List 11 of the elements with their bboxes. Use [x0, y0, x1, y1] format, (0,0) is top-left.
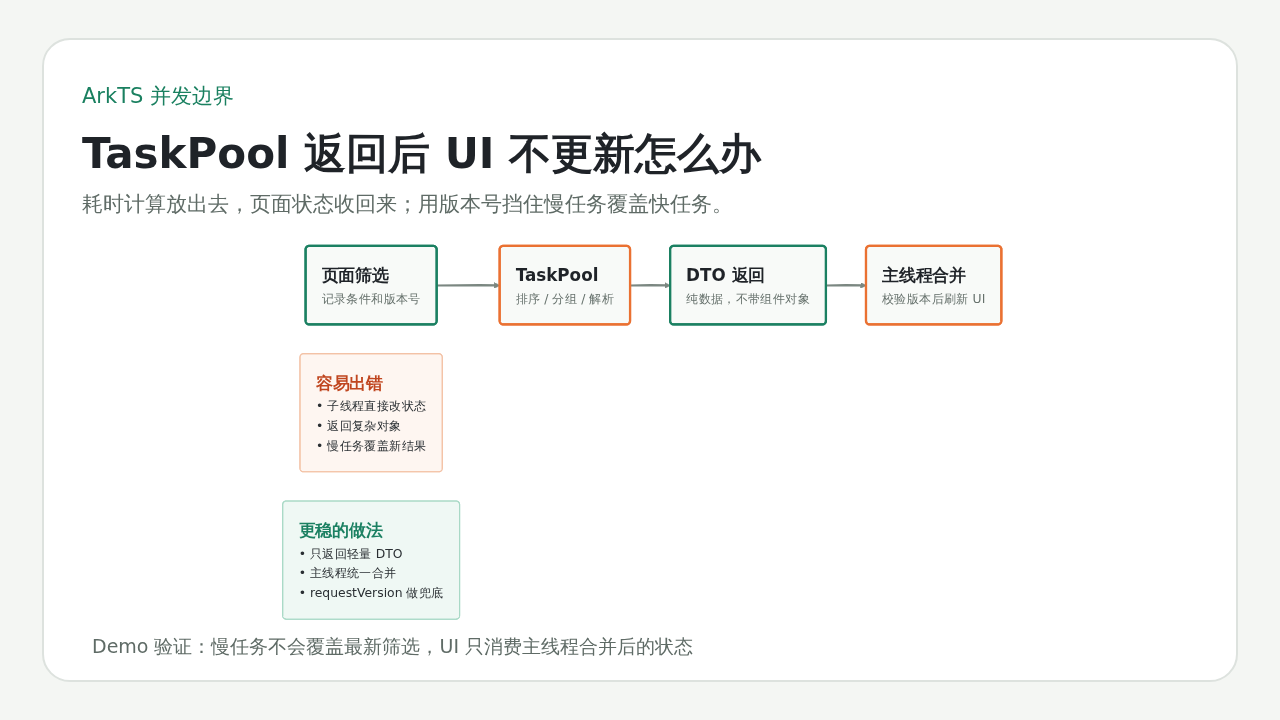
process-box: DTO 返回 纯数据，不带组件对象	[669, 244, 828, 326]
process-box: 主线程合并 校验版本后刷新 UI	[864, 244, 1003, 326]
eyebrow-text: ArkTS 并发边界	[82, 83, 234, 110]
process-box: 页面筛选 记录条件和版本号	[304, 244, 438, 326]
title: TaskPool 返回后 UI 不更新怎么办	[82, 128, 761, 180]
arrow	[630, 282, 671, 289]
process-box: TaskPool 排序 / 分组 / 解析	[498, 244, 632, 326]
note-box: 容易出错 • 子线程直接改状态 • 返回复杂对象 • 慢任务覆盖新结果	[299, 353, 443, 473]
subtitle: 耗时计算放出去，页面状态收回来；用版本号挡住慢任务覆盖快任务。	[82, 191, 733, 218]
caption: Demo 验证：慢任务不会覆盖最新筛选，UI 只消费主线程合并后的状态	[92, 634, 694, 659]
note-box: 更稳的做法 • 只返回轻量 DTO • 主线程统一合并 • requestVersion 做兜底	[282, 500, 461, 620]
